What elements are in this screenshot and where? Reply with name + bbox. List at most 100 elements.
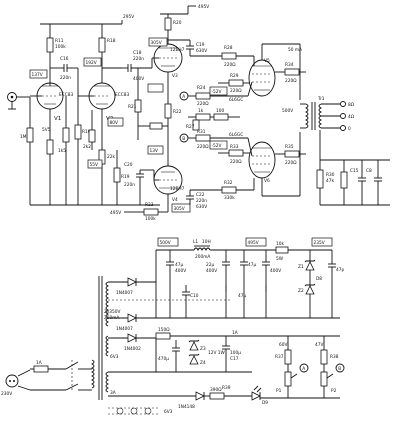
svg-text:630V: 630V xyxy=(196,48,207,54)
svg-text:R31: R31 xyxy=(197,129,206,135)
label-295v: 295V xyxy=(123,14,134,20)
svg-text:P1: P1 xyxy=(276,388,282,394)
mains-plug[interactable]: 230V xyxy=(1,369,31,397)
svg-text:5W: 5W xyxy=(276,256,284,262)
svg-text:220n: 220n xyxy=(133,56,144,62)
tube-v6: V6 6L6GC xyxy=(229,132,276,190)
svg-text:Z1: Z1 xyxy=(298,264,304,270)
svg-text:12BH7: 12BH7 xyxy=(170,47,185,53)
output-loading: R30 47k C15 C8 xyxy=(316,130,390,206)
svg-text:100k: 100k xyxy=(145,216,156,222)
svg-text:V3: V3 xyxy=(172,73,178,79)
svg-text:R16: R16 xyxy=(82,129,91,135)
svg-text:10H: 10H xyxy=(202,239,211,245)
svg-text:80V: 80V xyxy=(110,120,118,126)
resistor-r31: R31 220Ω xyxy=(188,129,248,150)
tube-type-ecc83-b: ECC83 xyxy=(115,92,129,98)
svg-text:1N4148: 1N4148 xyxy=(178,404,195,410)
svg-text:C15: C15 xyxy=(350,168,359,174)
svg-text:47p: 47p xyxy=(336,267,344,273)
svg-text:R30: R30 xyxy=(326,172,335,178)
heater-wiring: 6V3 xyxy=(108,407,173,415)
svg-text:305V: 305V xyxy=(174,206,185,212)
led-indicator: 1N4148 390Ω R39 D9 xyxy=(156,385,268,410)
speaker-terminals[interactable]: 8Ω 4Ω 0 xyxy=(340,101,355,133)
svg-text:220Ω: 220Ω xyxy=(197,101,209,107)
diode-1n4002: 1N4002 xyxy=(108,333,156,352)
svg-text:220n: 220n xyxy=(196,198,207,204)
resistor-r23: 100k R23 xyxy=(140,194,169,222)
svg-text:-52V: -52V xyxy=(212,89,222,95)
svg-text:R23: R23 xyxy=(145,202,154,208)
svg-text:R28: R28 xyxy=(224,45,233,51)
svg-text:400V: 400V xyxy=(270,268,281,274)
tube-type-ecc83-a: ECC83 xyxy=(59,92,73,98)
svg-text:150Ω: 150Ω xyxy=(158,327,170,333)
capacitor-c19: C19 630V xyxy=(186,40,207,56)
capacitor-c20: C20 220n xyxy=(124,162,159,205)
svg-text:495V: 495V xyxy=(248,240,259,246)
svg-text:2x350V: 2x350V xyxy=(104,309,120,315)
svg-text:495V: 495V xyxy=(198,4,209,10)
heater-section: 150Ω 470µ Z3 Z4 12V 1W 100µ C17 1A xyxy=(108,327,252,397)
svg-text:ECC83: ECC83 xyxy=(59,92,73,98)
svg-text:12V 1W: 12V 1W xyxy=(208,350,226,356)
svg-text:R22: R22 xyxy=(173,109,182,115)
resistor-r20: R20 xyxy=(164,14,182,44)
input-jack[interactable] xyxy=(7,92,31,110)
svg-text:0: 0 xyxy=(348,126,351,132)
svg-text:D9: D9 xyxy=(262,400,268,406)
label-13v-bot: 13V xyxy=(147,145,164,155)
testpoint-b[interactable]: B xyxy=(179,133,189,143)
svg-text:22k: 22k xyxy=(107,154,115,160)
svg-text:4Ω: 4Ω xyxy=(348,114,355,120)
resistor-r40: 10k 5W xyxy=(244,241,310,262)
label-495v-top: 495V xyxy=(187,4,209,14)
resistor-r16: R16 xyxy=(74,68,91,205)
svg-text:220Ω: 220Ω xyxy=(230,88,242,94)
svg-text:Z4: Z4 xyxy=(200,360,206,366)
v2-cathode: 22k xyxy=(98,109,115,205)
svg-text:R18: R18 xyxy=(107,38,116,44)
svg-text:A: A xyxy=(302,366,305,372)
svg-text:D8: D8 xyxy=(316,276,322,282)
svg-text:1A: 1A xyxy=(36,360,42,366)
resistor-r17: 1k5 xyxy=(58,96,70,205)
label-500v-ps: 500V xyxy=(157,237,179,247)
svg-text:100: 100 xyxy=(216,108,224,114)
resistor-r1: 1M xyxy=(20,97,34,205)
svg-text:400V: 400V xyxy=(133,76,144,82)
svg-text:L1: L1 xyxy=(193,239,198,245)
svg-text:630V: 630V xyxy=(196,204,207,210)
v3-cathode: 13V xyxy=(147,72,169,104)
svg-text:192V: 192V xyxy=(86,60,97,66)
label-495v-left: 495V xyxy=(110,210,140,216)
testpoint-a[interactable]: A xyxy=(179,91,189,101)
svg-text:50 mA: 50 mA xyxy=(288,47,302,53)
svg-text:R35: R35 xyxy=(285,144,294,150)
svg-text:220Ω: 220Ω xyxy=(224,62,236,68)
resistor-r28: R28 220Ω xyxy=(190,45,254,68)
svg-text:P2: P2 xyxy=(331,388,337,394)
svg-text:Z2: Z2 xyxy=(298,288,304,294)
svg-text:R11: R11 xyxy=(55,38,64,44)
svg-text:C22: C22 xyxy=(196,192,205,198)
resistor-r24: R24 220Ω xyxy=(188,85,248,107)
svg-text:R38: R38 xyxy=(330,354,339,360)
label-137v: 137V xyxy=(29,69,48,79)
power-switch[interactable] xyxy=(30,360,92,392)
label-52v-bot: -52V xyxy=(209,140,228,150)
svg-text:V6: V6 xyxy=(264,178,270,184)
svg-text:47µ: 47µ xyxy=(248,262,256,268)
svg-text:C18: C18 xyxy=(133,50,142,56)
fuse: 1A xyxy=(30,360,66,373)
diode-1n4007-b: 1N4007 xyxy=(108,282,157,332)
svg-text:ECC83: ECC83 xyxy=(115,92,129,98)
svg-text:10k: 10k xyxy=(276,241,284,247)
svg-text:22µ: 22µ xyxy=(206,262,214,268)
svg-text:V4: V4 xyxy=(172,197,178,203)
svg-text:47V: 47V xyxy=(315,342,323,348)
svg-text:60V: 60V xyxy=(279,342,287,348)
svg-text:137V: 137V xyxy=(32,72,43,78)
svg-text:R19: R19 xyxy=(121,174,130,180)
